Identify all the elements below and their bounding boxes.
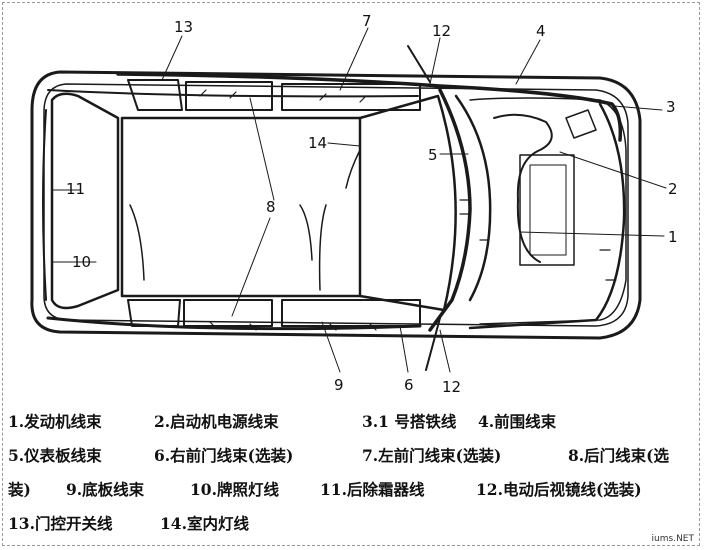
harness-rear-defogger <box>42 109 47 301</box>
legend-row-2: 5.仪表板线束 6.右前门线束(选装) 7.左前门线束(选装) 8.后门线束(选 <box>8 438 698 472</box>
legend-item-2: 2.启动机电源线束 <box>154 412 279 431</box>
harness-front-rail <box>116 72 623 142</box>
front-door-window-top <box>281 83 421 111</box>
legend-item-8: 8.后门线束(选 <box>568 446 670 465</box>
legend-item-6: 6.右前门线束(选装) <box>154 446 294 465</box>
callout-7: 7 <box>362 12 372 30</box>
battery-inner <box>529 164 567 256</box>
harness-instrument-panel <box>454 94 492 302</box>
legend-item-9: 9.底板线束 <box>66 480 145 499</box>
rear-door-window-bottom <box>183 299 273 327</box>
legend-row-3: 装) 9.底板线束 10.牌照灯线 11.后除霜器线 12.电动后视镜线(选装) <box>8 472 698 506</box>
legend: 1.发动机线束 2.启动机电源线束 3.1 号搭铁线 4.前围线束 5.仪表板线… <box>8 404 698 540</box>
wiring-harness-diagram: 13 7 12 4 3 14 5 2 11 8 1 10 9 6 12 <box>30 12 678 396</box>
callout-2: 2 <box>668 180 678 198</box>
legend-item-13: 13.门控开关线 <box>8 514 113 533</box>
legend-item-1: 1.发动机线束 <box>8 412 102 431</box>
harness-license-light <box>129 204 145 281</box>
legend-item-12: 12.电动后视镜线(选装) <box>476 480 642 499</box>
engine-component <box>565 109 597 139</box>
callout-5: 5 <box>428 146 438 164</box>
harness-dome-light <box>345 149 361 189</box>
wire-ties <box>199 89 617 331</box>
legend-row-4: 13.门控开关线 14.室内灯线 <box>8 506 698 540</box>
legend-item-4: 4.前围线束 <box>478 412 557 431</box>
harness-mirror-top <box>407 45 431 83</box>
legend-item-10: 10.牌照灯线 <box>190 480 279 499</box>
legend-item-3: 3.1 号搭铁线 <box>362 412 457 431</box>
harness-rear-door <box>299 204 327 291</box>
harness-right-front <box>468 102 626 330</box>
car-body-outline <box>30 70 642 340</box>
windshield <box>358 94 457 312</box>
callout-3: 3 <box>666 98 676 116</box>
callout-11: 11 <box>66 180 85 198</box>
legend-row-1: 1.发动机线束 2.启动机电源线束 3.1 号搭铁线 4.前围线束 <box>8 404 698 438</box>
harness-floor-bottom <box>46 316 422 331</box>
legend-item-5: 5.仪表板线束 <box>8 446 102 465</box>
callout-12-top: 12 <box>432 22 451 40</box>
legend-item-11: 11.后除霜器线 <box>320 480 425 499</box>
rear-side-window-bottom <box>127 299 181 327</box>
callout-6: 6 <box>404 376 414 394</box>
callout-8: 8 <box>266 198 276 216</box>
leader-lines <box>51 27 667 373</box>
callout-13: 13 <box>174 18 193 36</box>
callout-9: 9 <box>334 376 344 394</box>
engine-compartment <box>469 97 627 325</box>
callout-12-bottom: 12 <box>442 378 461 396</box>
rear-side-window-top <box>127 79 183 111</box>
legend-item-14: 14.室内灯线 <box>160 514 249 533</box>
callout-4: 4 <box>536 22 546 40</box>
harness-cowl <box>428 88 472 332</box>
legend-item-8-cont: 装) <box>8 480 31 499</box>
watermark: iums.NET <box>651 534 694 544</box>
callout-10: 10 <box>72 253 91 271</box>
harness-mirror-bottom <box>425 317 441 371</box>
harness-engine <box>493 113 553 263</box>
callout-14: 14 <box>308 134 327 152</box>
rear-window <box>50 92 120 310</box>
callout-1: 1 <box>668 228 678 246</box>
harness-floor-top <box>47 89 419 98</box>
rear-door-window-top <box>185 81 273 111</box>
legend-item-7: 7.左前门线束(选装) <box>362 446 502 465</box>
